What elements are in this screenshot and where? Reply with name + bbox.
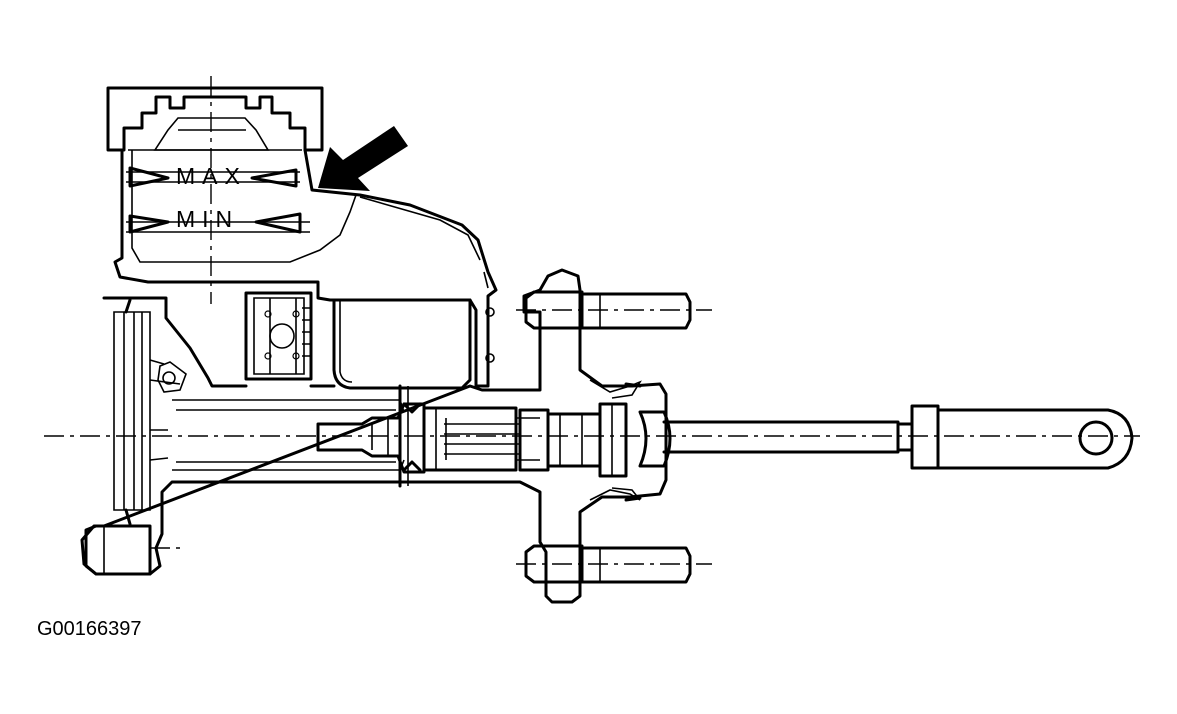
push-rod [662, 404, 1134, 470]
reservoir-cap [106, 86, 324, 152]
center-lines [44, 76, 1140, 565]
flange-bolt [84, 524, 152, 576]
piston-assembly [316, 384, 672, 488]
reservoir-outlet [332, 298, 472, 390]
mounting-bolt-upper [524, 290, 692, 330]
level-labels: MAX MIN [176, 163, 247, 232]
cylinder-housing [80, 268, 668, 604]
reservoir-body [113, 148, 498, 388]
figure-id: G00166397 [37, 618, 142, 640]
min-label: MIN [176, 206, 239, 232]
mounting-bolt-lower [524, 544, 692, 584]
valve-block [244, 291, 313, 381]
max-label: MAX [176, 163, 247, 189]
arrow-icon [318, 126, 408, 191]
